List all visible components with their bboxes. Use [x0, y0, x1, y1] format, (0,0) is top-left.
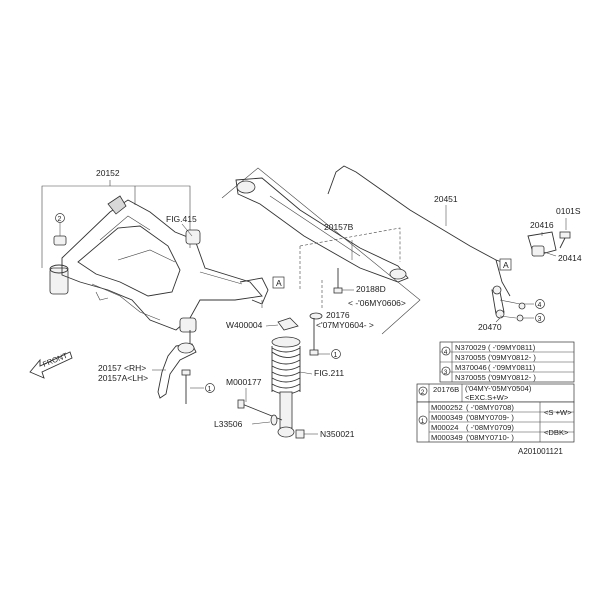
label-n350021: N350021	[320, 429, 355, 439]
table-note-dbk: <DBK>	[544, 428, 569, 437]
front-arrow: FRONT	[29, 351, 73, 379]
label-20451: 20451	[434, 194, 458, 204]
svg-text:3: 3	[538, 316, 542, 323]
table-row-range: ('08MY0710- )	[466, 433, 514, 442]
label-m000177: M000177	[226, 377, 262, 387]
label-20188d: 20188D	[356, 284, 386, 294]
svg-text:4: 4	[538, 302, 542, 309]
table-row-code: M370046	[455, 363, 487, 372]
label-l33506: L33506	[214, 419, 243, 429]
table-row-code: M000349	[431, 433, 463, 442]
diagram-code: A201001121	[518, 447, 563, 456]
table-row-range: ('09MY0812- )	[488, 353, 536, 362]
callout-3	[535, 313, 545, 323]
svg-text:4: 4	[444, 349, 448, 356]
ref-box-a-left	[272, 276, 285, 289]
table-row-range: <EXC.S+W>	[465, 393, 509, 402]
strut-group: W400004 FIG.211 1 M000177 L33506 N350021	[214, 317, 355, 439]
table-row-code: N370029	[455, 343, 486, 352]
svg-text:2: 2	[58, 216, 62, 223]
label-bolt-range: < -'06MY0606>	[348, 298, 406, 308]
table-row-code: 20176B	[433, 385, 459, 394]
svg-text:1: 1	[421, 418, 425, 425]
callout-4	[535, 299, 545, 309]
svg-text:1: 1	[208, 386, 212, 393]
table-row-range: ('04MY-'05MY0504)	[465, 384, 532, 393]
label-20157a-lh: 20157A<LH>	[98, 373, 148, 383]
table-callout-1	[418, 415, 428, 425]
table-note-sw: <S +W>	[544, 408, 572, 417]
coil-spring	[271, 347, 301, 395]
table-row-range: ( -'09MY0811)	[488, 343, 536, 352]
front-arrow-icon	[29, 351, 73, 379]
stabilizer-bar	[327, 165, 509, 265]
ref-box-a-right	[499, 258, 512, 271]
label-w400004: W400004	[226, 320, 263, 330]
label-20176: 20176	[326, 310, 350, 320]
table-row-range: ( -'08MY0708)	[466, 403, 514, 412]
label-20416: 20416	[530, 220, 554, 230]
trailing-link-group: 20157 <RH> 20157A<LH> 1	[98, 330, 215, 404]
table-row-range: ('09MY0812- )	[488, 373, 536, 382]
reference-table: 4 N370029 ( -'09MY0811) N370055 ('09MY08…	[416, 341, 575, 443]
lateral-link-group: 20157B 20188D < -'06MY0606> 20176 <'07MY…	[221, 167, 421, 335]
bushing-right	[185, 229, 201, 245]
table-row-range: ( -'09MY0811)	[488, 363, 536, 372]
label-20414: 20414	[558, 253, 582, 263]
callout-2	[55, 213, 65, 223]
bushing-small	[53, 235, 67, 246]
svg-text:A: A	[276, 278, 282, 288]
label-20152: 20152	[96, 168, 120, 178]
lateral-link-20157b	[235, 177, 409, 283]
label-20176-range: <'07MY0604- >	[316, 320, 374, 330]
label-0101s: 0101S	[556, 206, 581, 216]
label-fig211: FIG.211	[314, 368, 344, 378]
table-callout-3	[441, 366, 451, 376]
nut-n350021	[295, 429, 305, 439]
table-row-range: ( -'08MY0709)	[466, 423, 514, 432]
trailing-link	[157, 343, 197, 399]
svg-text:2: 2	[421, 389, 425, 396]
washer-w400004	[277, 317, 299, 331]
label-fig415: FIG.415	[166, 214, 197, 224]
callout-1-strut	[331, 349, 341, 359]
table-callout-4	[441, 346, 451, 356]
label-20470: 20470	[478, 322, 502, 332]
crossmember-group: 20152 2 FIG.415 A	[41, 168, 285, 333]
crossmember-body	[61, 199, 263, 331]
table-row-code: M000349	[431, 413, 463, 422]
table-callout-2	[418, 386, 428, 396]
table-row-range: ('08MY0709- )	[466, 413, 514, 422]
shock-absorber	[279, 391, 293, 429]
table-row-code: N370055	[455, 373, 486, 382]
stabilizer-group: 20451 A 0101S 20416 20414 20470 4	[327, 165, 582, 332]
svg-text:A: A	[503, 260, 509, 270]
svg-text:1: 1	[334, 352, 338, 359]
svg-text:3: 3	[444, 369, 448, 376]
callout-1-link	[205, 383, 215, 393]
label-20157-rh: 20157 <RH>	[98, 363, 146, 373]
bushing-left	[49, 267, 69, 295]
table-row-code: M000252	[431, 403, 463, 412]
table-row-code: N370055	[455, 353, 486, 362]
label-20157b: 20157B	[324, 222, 354, 232]
table-row-code: M00024	[431, 423, 458, 432]
